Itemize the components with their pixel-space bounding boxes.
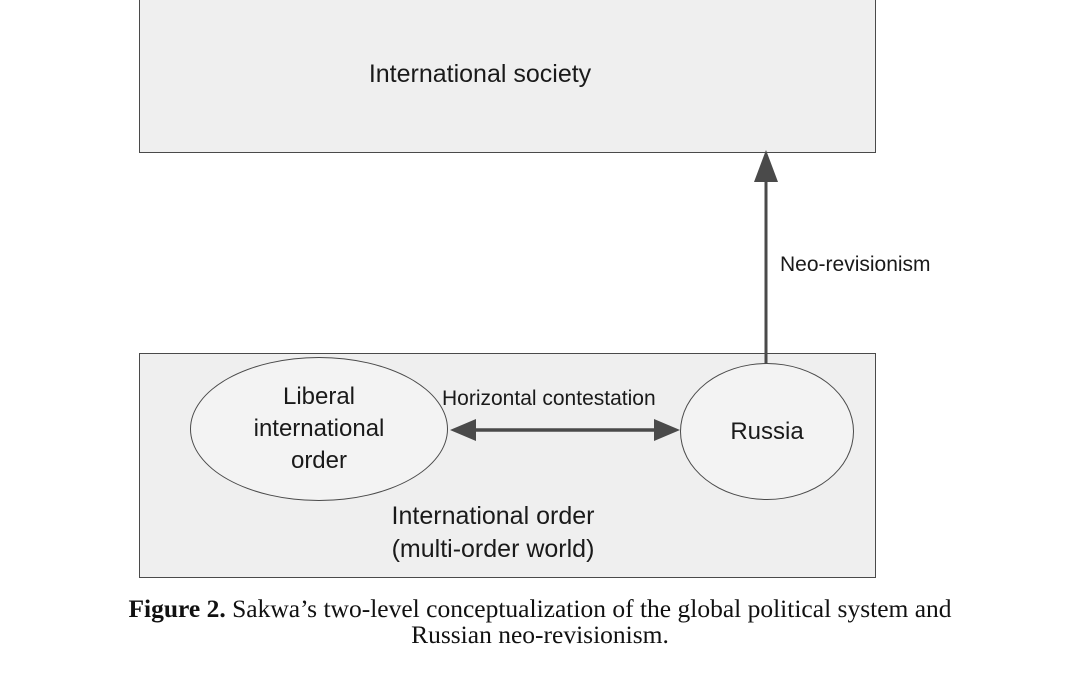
- neo-revisionism-label: Neo-revisionism: [780, 253, 931, 276]
- international-society-box: [139, 0, 876, 153]
- caption-line-1: Figure 2. Sakwa’s two-level conceptualiz…: [0, 596, 1080, 622]
- russia-label: Russia: [730, 417, 804, 445]
- caption-text-line-1: Sakwa’s two-level conceptualization of t…: [232, 594, 952, 623]
- caption-figure-label: Figure 2.: [128, 594, 226, 623]
- russia-node: Russia: [680, 363, 854, 500]
- caption-text-line-2: Russian neo-revisionism.: [411, 620, 669, 649]
- horizontal-contestation-label: Horizontal contestation: [442, 387, 656, 410]
- liberal-international-order-label: Liberal international order: [253, 383, 385, 474]
- liberal-international-order-node: Liberal international order: [190, 357, 448, 501]
- figure-caption: Figure 2. Sakwa’s two-level conceptualiz…: [0, 596, 1080, 648]
- international-society-label: International society: [368, 60, 592, 88]
- international-order-label: International order (multi-order world): [391, 502, 595, 563]
- neo-revisionism-arrowhead: [754, 150, 778, 182]
